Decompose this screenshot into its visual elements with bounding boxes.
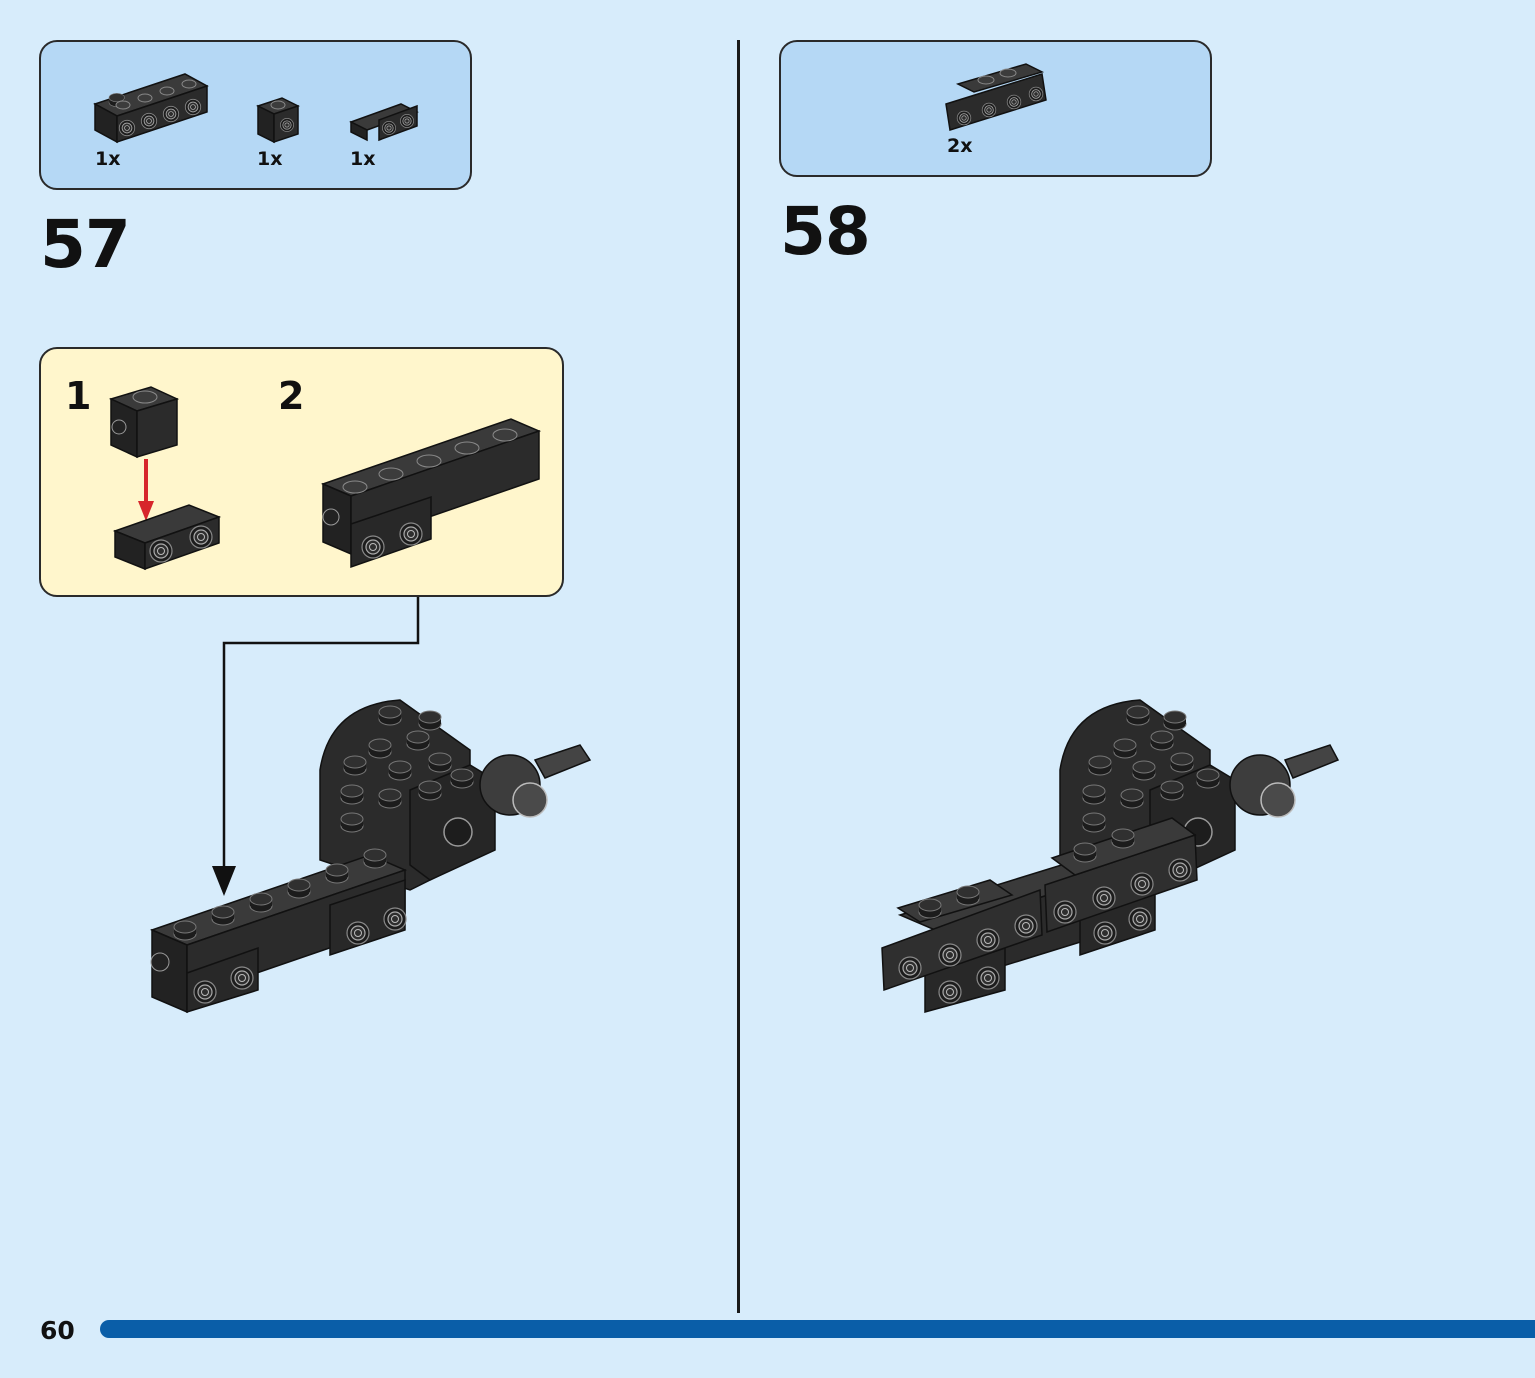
step-number: 57 — [40, 206, 131, 283]
step-57-model-illustration — [149, 699, 592, 1014]
footer-progress-bar — [100, 1320, 1535, 1338]
part-bracket-1x2-icon — [349, 103, 419, 142]
page-divider — [737, 40, 740, 1313]
substep-number: 1 — [65, 374, 92, 418]
step-58-model-illustration — [881, 699, 1340, 1013]
substep-number: 2 — [278, 374, 305, 418]
part-bracket-1x2-2x4-icon — [945, 63, 1047, 131]
part-qty: 2x — [947, 135, 973, 157]
part-brick-1x1-side-stud-icon — [256, 97, 300, 144]
substep-2-illustration — [320, 418, 542, 569]
step-number: 58 — [780, 193, 871, 270]
substep-callout: 1 2 — [39, 347, 564, 597]
parts-callout-step-57: 1x 1x 1x — [39, 40, 472, 190]
part-qty: 1x — [257, 148, 283, 170]
part-qty: 1x — [350, 148, 376, 170]
part-qty: 1x — [95, 148, 121, 170]
parts-callout-step-58: 2x — [779, 40, 1212, 177]
substep-1-illustration — [108, 386, 222, 571]
part-brick-1x4-side-studs-icon — [93, 73, 209, 144]
page-number: 60 — [40, 1316, 75, 1345]
